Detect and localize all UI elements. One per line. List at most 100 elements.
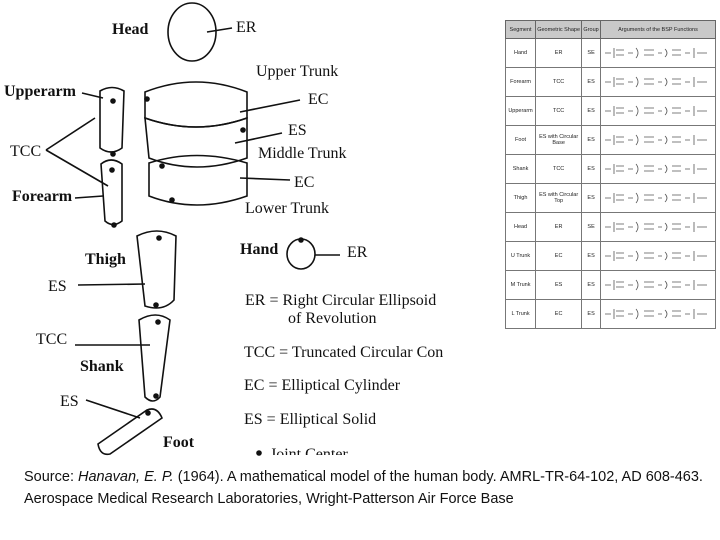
joint-center-icon <box>111 222 117 228</box>
cell-segment: Foot <box>504 125 537 155</box>
cell-segment: U Trunk <box>504 241 537 271</box>
hand-label: Hand <box>240 241 279 258</box>
source-rest: (1964). A mathematical model of the huma… <box>24 469 703 507</box>
bsp-function-table: Segment Geometric Shape Group Arguments … <box>504 20 716 329</box>
cell-shape: ER <box>535 38 583 68</box>
cell-group: ES <box>581 67 601 97</box>
cell-segment: M Trunk <box>504 270 537 300</box>
cell-formula-graphic <box>600 38 716 68</box>
head-ellipsoid <box>167 2 217 62</box>
foot-solid <box>97 408 163 456</box>
upper-trunk-label: Upper Trunk <box>256 63 339 80</box>
cell-segment: Upperarm <box>504 96 537 126</box>
joint-center-icon <box>169 197 175 203</box>
legend-tcc: TCC = Truncated Circular Con <box>244 344 444 361</box>
es-thigh-label: ES <box>48 278 67 295</box>
cell-formula-graphic <box>600 154 716 184</box>
ec-lower-label: EC <box>294 174 315 191</box>
cell-group: ES <box>581 154 601 184</box>
upper-trunk-cylinder <box>144 81 248 128</box>
legend-er-line1: ER = Right Circular Ellipsoid <box>245 292 437 309</box>
er-head-label: ER <box>236 19 257 36</box>
thigh-solid <box>136 230 177 309</box>
es-foot-pointer <box>85 399 141 419</box>
joint-center-icon <box>155 319 161 325</box>
source-prefix: Source: <box>24 469 78 485</box>
cell-shape: EC <box>535 241 583 271</box>
hand-ellipsoid <box>286 238 316 270</box>
cell-segment: L Trunk <box>504 299 537 329</box>
cell-group: ES <box>581 125 601 155</box>
joint-center-icon <box>153 302 159 308</box>
source-citation: Source: Hanavan, E. P. (1964). A mathema… <box>24 466 720 510</box>
ec-lower-pointer <box>239 177 291 181</box>
cell-group: ES <box>581 241 601 271</box>
head-er-pointer <box>206 27 233 33</box>
forearm-label: Forearm <box>12 188 73 205</box>
col-header-arguments: Arguments of the BSP Functions <box>600 20 716 39</box>
forearm-pointer <box>74 195 104 199</box>
cell-segment: Shank <box>504 154 537 184</box>
middle-trunk-label: Middle Trunk <box>258 145 347 162</box>
cell-shape: EC <box>535 299 583 329</box>
tcc-arm-pointer-2 <box>45 149 109 187</box>
forearm-cone <box>100 159 123 226</box>
joint-center-icon <box>153 393 159 399</box>
head-label: Head <box>112 21 149 38</box>
joint-center-icon <box>159 163 165 169</box>
legend-er-line2: of Revolution <box>288 310 377 327</box>
cell-shape: TCC <box>535 67 583 97</box>
joint-center-icon <box>110 98 116 104</box>
lower-trunk-label: Lower Trunk <box>245 200 330 217</box>
cell-shape: ER <box>535 212 583 242</box>
legend-joint-icon <box>256 450 262 456</box>
upperarm-pointer <box>81 92 104 99</box>
cell-formula-graphic <box>600 241 716 271</box>
joint-center-icon <box>144 96 150 102</box>
joint-center-icon <box>156 235 162 241</box>
cell-segment: Hand <box>504 38 537 68</box>
joint-center-icon <box>145 410 151 416</box>
cell-segment: Head <box>504 212 537 242</box>
cell-formula-graphic <box>600 96 716 126</box>
shank-label: Shank <box>80 358 124 375</box>
legend-ec: EC = Elliptical Cylinder <box>244 377 401 394</box>
tcc-arm-pointer-1 <box>45 117 96 151</box>
joint-center-icon <box>110 151 116 157</box>
legend-joint: Joint Center <box>270 446 348 455</box>
joint-center-icon <box>109 167 115 173</box>
ec-upper-pointer <box>239 99 301 113</box>
source-author: Hanavan, E. P. <box>78 469 174 485</box>
foot-label: Foot <box>163 434 195 451</box>
legend-es: ES = Elliptical Solid <box>244 411 377 428</box>
shank-cone <box>138 314 171 402</box>
cell-formula-graphic <box>600 183 716 213</box>
cell-group: ES <box>581 96 601 126</box>
col-header-segment: Segment <box>504 20 537 39</box>
cell-segment: Thigh <box>504 183 537 213</box>
body-segment-diagram <box>45 2 340 456</box>
upperarm-cone <box>99 86 125 153</box>
cell-group: SE <box>581 212 601 242</box>
middle-trunk-solid <box>144 116 248 168</box>
cell-segment: Forearm <box>504 67 537 97</box>
cell-shape: ES <box>535 270 583 300</box>
cell-shape: TCC <box>535 154 583 184</box>
cell-formula-graphic <box>600 270 716 300</box>
er-hand-label: ER <box>347 244 368 261</box>
cell-shape: TCC <box>535 96 583 126</box>
table-header-row: Segment Geometric Shape Group Arguments … <box>504 20 716 39</box>
cell-group: ES <box>581 270 601 300</box>
col-header-shape: Geometric Shape <box>535 20 583 39</box>
joint-center-icon <box>240 127 246 133</box>
tcc-shank-label: TCC <box>36 331 68 348</box>
upperarm-label: Upperarm <box>4 83 76 100</box>
